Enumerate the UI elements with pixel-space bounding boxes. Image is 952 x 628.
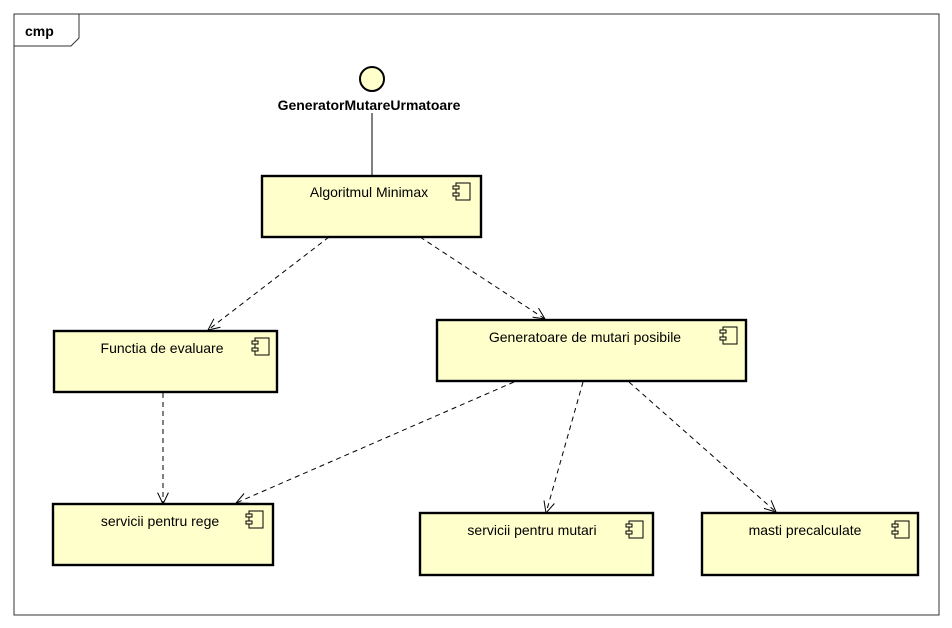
dependency-minimax-to-generators (419, 236, 546, 320)
interface-lollipop: GeneratorMutareUrmatoare (278, 66, 461, 176)
diagram-frame: cmp (13, 13, 940, 616)
component-icon (719, 326, 738, 345)
dependency-minimax-to-evaluation (207, 236, 330, 331)
component-label: Generatoare de mutari posibile (489, 329, 681, 345)
component-label: servicii pentru rege (101, 513, 219, 529)
component-label: masti precalculate (749, 522, 862, 538)
component-move-generators: Generatoare de mutari posibile (435, 318, 748, 383)
interface-label: GeneratorMutareUrmatoare (278, 97, 461, 113)
dependency-generators-to-masks (628, 381, 777, 513)
dependency-generators-to-king-services (234, 381, 515, 504)
component-label: servicii pentru mutari (467, 522, 596, 538)
component-icon (245, 510, 264, 529)
component-move-services: servicii pentru mutari (418, 511, 655, 577)
component-label: Functia de evaluare (101, 340, 224, 356)
component-king-services: servicii pentru rege (51, 502, 275, 567)
component-icon (891, 520, 910, 539)
component-minimax: Algoritmul Minimax (260, 174, 483, 239)
dependency-evaluation-to-king-services (157, 393, 169, 506)
component-icon (625, 520, 644, 539)
frame-label: cmp (25, 23, 54, 39)
component-icon (251, 337, 270, 356)
component-icon (452, 182, 471, 201)
arrow-head (207, 318, 221, 331)
component-precalculated-masks: masti precalculate (700, 511, 920, 577)
arrow-head (543, 500, 555, 515)
interface-circle (359, 66, 385, 92)
dependency-generators-to-move-services (543, 381, 584, 515)
component-evaluation: Functia de evaluare (52, 329, 279, 394)
component-label: Algoritmul Minimax (310, 184, 428, 200)
